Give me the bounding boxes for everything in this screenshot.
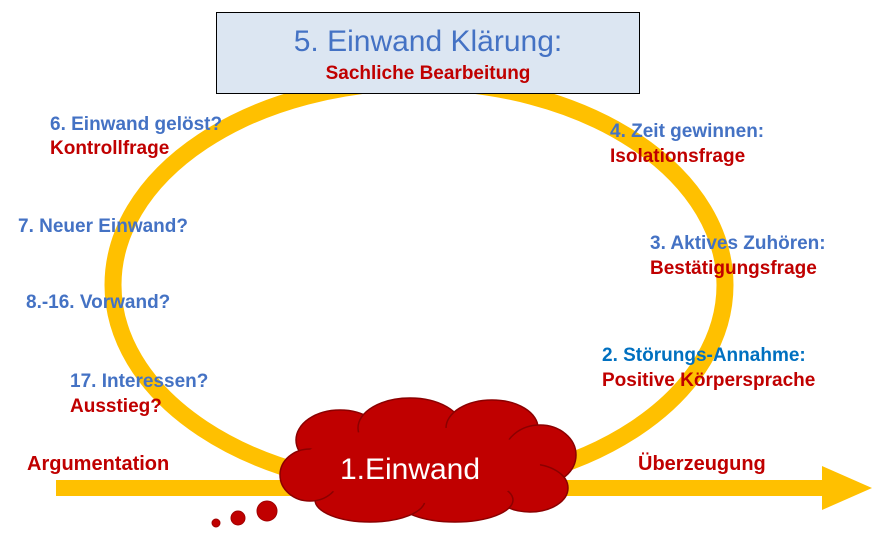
title-main: 5. Einwand Klärung: [293, 25, 563, 58]
title-sub: Sachliche Bearbeitung [325, 63, 531, 84]
step-6-question: 6. Einwand gelöst? [50, 114, 223, 135]
step-17-question: 17. Interessen? [70, 371, 209, 392]
step-6-answer: Kontrollfrage [50, 138, 170, 159]
step-3-question: 3. Aktives Zuhören: [650, 233, 826, 254]
step-4-answer: Isolationsfrage [610, 146, 746, 167]
step-2-answer: Positive Körpersprache [602, 370, 816, 391]
thought-bubble-large [256, 500, 278, 522]
title-box: 5. Einwand Klärung: Sachliche Bearbeitun… [216, 12, 640, 94]
thought-bubble-small [211, 518, 221, 528]
ueberzeugung-label: Überzeugung [638, 453, 766, 475]
thought-bubble-medium [230, 510, 246, 526]
step-4-question: 4. Zeit gewinnen: [610, 121, 765, 142]
step-8-question: 8.-16. Vorwand? [26, 292, 171, 313]
center-objection-label: 1.Einwand [339, 453, 481, 486]
arrow-head-icon [822, 466, 872, 510]
argumentation-label: Argumentation [27, 453, 170, 475]
step-7-question: 7. Neuer Einwand? [18, 216, 188, 237]
step-2-question: 2. Störungs-Annahme: [602, 345, 806, 366]
step-3-answer: Bestätigungsfrage [650, 258, 817, 279]
step-17-answer: Ausstieg? [70, 396, 162, 417]
